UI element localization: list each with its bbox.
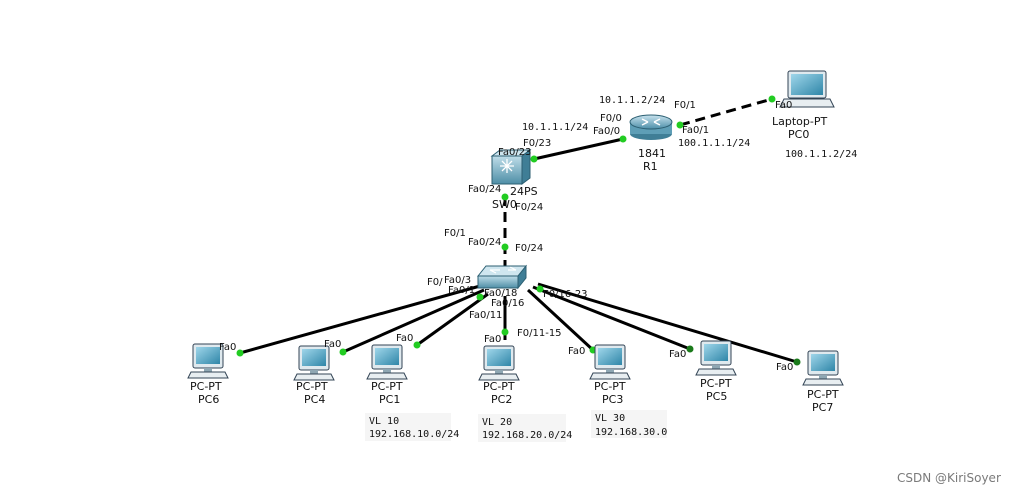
pc-name: PC4 [304,393,325,406]
port-dot [339,348,347,356]
port-label: F0/0 [600,113,622,124]
port-label: F0/24 [515,243,543,254]
pc-model: PC-PT [371,380,403,393]
port-dot [676,121,684,129]
port-dot [501,243,509,251]
port-label: Fa0/1 [682,125,709,136]
vlan-id: VL 10 [369,416,399,427]
pc-pc3[interactable]: PC-PT PC3 [589,344,631,406]
port-label: Fa0 [775,100,792,111]
watermark: CSDN @KiriSoyer [897,471,1001,485]
vlan-subnet: 192.168.30.0 [595,427,667,438]
port-label: Fa0/1 [448,285,475,296]
port-dot [501,328,509,336]
link-sw1-pc3[interactable] [526,288,595,352]
port-label: Fa0/16 [491,298,524,309]
pc-model: PC-PT [594,380,626,393]
vlan-note-30: VL 30 192.168.30.0 [591,410,667,438]
vlan-id: VL 20 [482,417,512,428]
port-dot [619,135,627,143]
port-dot [236,349,244,357]
port-label: Fa0 [219,342,236,353]
laptop-name: PC0 [788,128,809,141]
pc-name: PC3 [602,393,623,406]
link-sw1-pc5[interactable] [532,285,691,351]
port-dot [413,341,421,349]
pc-name: PC1 [379,393,400,406]
vlan-note-10: VL 10 192.168.10.0/24 [365,413,459,441]
vlan-subnet: 192.168.10.0/24 [369,429,459,440]
access-switch[interactable] [476,264,528,290]
link-sw1-pc6[interactable] [239,284,481,355]
port-dot [686,345,694,353]
port-dot [793,358,801,366]
pc-name: PC2 [491,393,512,406]
port-label: Fa0/18 [484,288,517,299]
port-label: Fa0/24 [468,184,501,195]
switch-name: SW0 [492,198,517,211]
port-label: F0/1 [674,100,696,111]
port-label: Fa0 [324,339,341,350]
port-label: Fa0 [396,333,413,344]
port-dot [501,193,509,201]
pc-model: PC-PT [190,380,222,393]
vlan-id: VL 30 [595,413,625,424]
port-label: Fa0 [484,334,501,345]
laptop-model: Laptop-PT [772,115,827,128]
pc-pc4[interactable]: PC-PT PC4 [293,345,335,406]
port-dot [536,285,544,293]
port-label: Fa0/23 [498,147,531,158]
pc-pc2[interactable]: PC-PT PC2 [478,345,520,406]
pc-pc1[interactable]: PC-PT PC1 [366,344,408,406]
port-label: F0/11-15 [517,328,562,339]
pc-model: PC-PT [483,380,515,393]
multilayer-switch-sw0[interactable]: 24PS SW0 [490,149,538,211]
pc-model: PC-PT [296,380,328,393]
pc-pc7[interactable]: PC-PT PC7 [802,350,844,414]
ip-label: 10.1.1.1/24 [522,122,588,133]
pc-name: PC5 [706,390,727,403]
pc-name: PC7 [812,401,833,414]
link-sw1-pc1[interactable] [416,292,489,347]
port-label: Fa0/3 [444,275,471,286]
port-dot [768,95,776,103]
router-r1[interactable]: 1841 R1 [629,114,673,173]
port-label: Fa0 [568,346,585,357]
port-dot [476,293,484,301]
port-label: Fa0 [669,349,686,360]
port-label: Fa0/0 [593,126,620,137]
link-sw1-pc7[interactable] [537,282,798,364]
port-label: F0/ [427,277,443,288]
port-label: Fa0/11 [469,310,502,321]
port-label: Fa0/24 [468,237,501,248]
ip-label: 10.1.1.2/24 [599,95,665,106]
link-r1-sw0[interactable] [533,137,624,161]
ip-label: 100.1.1.1/24 [678,138,750,149]
router-model: 1841 [638,147,666,160]
port-dot [530,155,538,163]
link-sw1-pc4[interactable] [342,288,485,354]
laptop-pc0[interactable]: Laptop-PT PC0 [772,70,835,141]
switch-model: 24PS [510,185,538,198]
vlan-note-20: VL 20 192.168.20.0/24 [478,414,572,442]
pc-model: PC-PT [807,388,839,401]
port-label: F0/1 [444,228,466,239]
port-label: F0/23 [523,138,551,149]
port-label: F0/16-23 [543,289,588,300]
port-label: F0/24 [515,202,543,213]
port-label: Fa0 [776,362,793,373]
ip-label: 100.1.1.2/24 [785,149,857,160]
pc-model: PC-PT [700,377,732,390]
router-name: R1 [643,160,658,173]
vlan-subnet: 192.168.20.0/24 [482,430,572,441]
pc-name: PC6 [198,393,219,406]
pc-pc5[interactable]: PC-PT PC5 [695,340,737,403]
pc-pc6[interactable]: PC-PT PC6 [187,343,229,406]
